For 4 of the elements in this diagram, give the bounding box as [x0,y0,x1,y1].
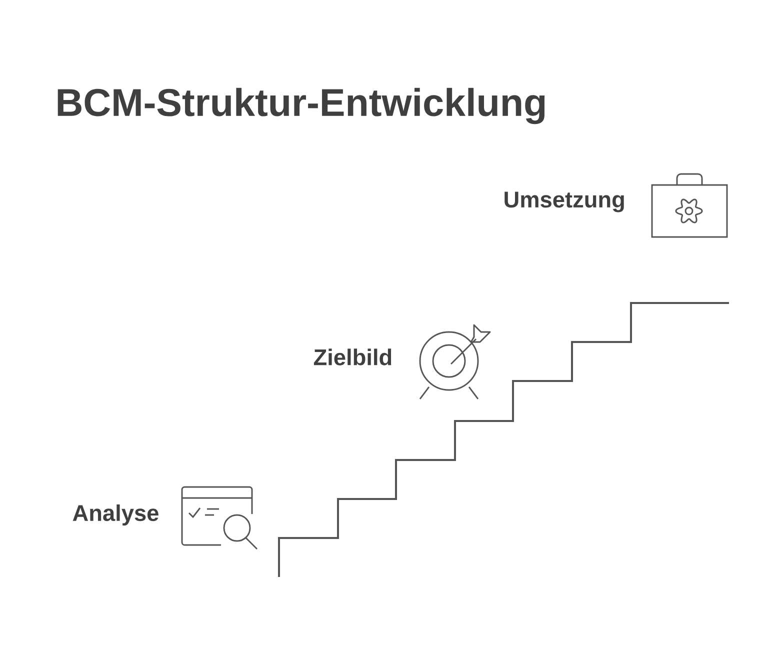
step-label: Umsetzung [504,192,624,212]
step-label: Zielbild [314,348,392,366]
title: BCM-Struktur-Entwicklung [58,88,545,124]
step-label: Analyse [72,504,158,526]
